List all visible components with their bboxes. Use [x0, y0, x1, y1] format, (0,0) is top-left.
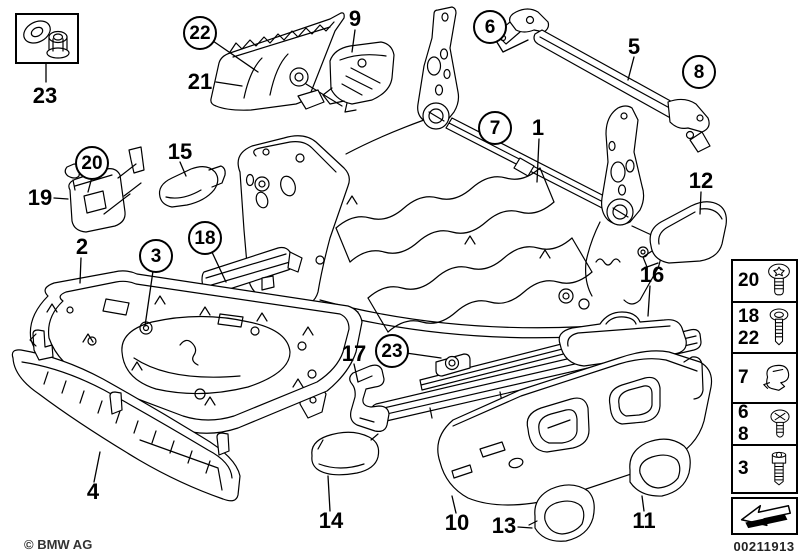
- callout-19[interactable]: 19: [27, 185, 53, 210]
- legend-row-7[interactable]: 7: [731, 352, 798, 404]
- part-5-cross-bar-drawing: [495, 8, 711, 153]
- callout-21[interactable]: 21: [187, 69, 213, 94]
- part-9-cover-drawing: [322, 41, 395, 113]
- washer-and-flange-nut-icon: [23, 20, 70, 59]
- part-19-20-bracket-drawing: [64, 146, 145, 233]
- legend-label-7[interactable]: 7: [738, 367, 749, 389]
- part-15-pad-drawing: [158, 165, 226, 208]
- part-11-cap-drawing: [629, 438, 691, 497]
- part-14-cover-drawing: [311, 431, 380, 476]
- callout-18[interactable]: 18: [188, 221, 222, 255]
- legend-row-3[interactable]: 3: [731, 444, 798, 494]
- part-21-22-cover-drawing: [210, 12, 345, 111]
- callout-11[interactable]: 11: [632, 508, 656, 533]
- socket-head-screw-icon: [764, 447, 794, 491]
- part-12-cover-drawing: [642, 201, 727, 268]
- legend-row-20[interactable]: 20: [731, 259, 798, 303]
- callout-10[interactable]: 10: [444, 510, 470, 535]
- document-number: 00211913: [733, 539, 795, 554]
- callout-2[interactable]: 2: [75, 234, 89, 259]
- callout-13[interactable]: 13: [491, 513, 517, 538]
- part-4-front-trim-drawing: [11, 329, 241, 502]
- part-17-clamp-drawing: [349, 364, 390, 432]
- callout-1[interactable]: 1: [531, 115, 545, 140]
- direction-arrow-box: [731, 497, 798, 535]
- phillips-pan-screw-icon: [766, 405, 794, 443]
- legend-label-8[interactable]: 8: [738, 424, 749, 445]
- callout-8[interactable]: 8: [682, 55, 716, 89]
- callout-12[interactable]: 12: [688, 168, 714, 193]
- callout-leader-lines: [45, 29, 702, 529]
- callout-6[interactable]: 6: [473, 10, 507, 44]
- legend-label-18[interactable]: 18: [738, 305, 760, 327]
- callout-5[interactable]: 5: [627, 34, 641, 59]
- callout-16[interactable]: 16: [639, 262, 665, 287]
- spring-clip-icon: [760, 358, 794, 398]
- callout-9[interactable]: 9: [348, 6, 362, 31]
- driving-direction-arrow-icon: [740, 504, 791, 529]
- legend-row-18-22[interactable]: 18 22: [731, 301, 798, 354]
- callout-23-bolt[interactable]: 23: [375, 334, 409, 368]
- callout-14[interactable]: 14: [318, 508, 344, 533]
- legend-row-6-8[interactable]: 6 8: [731, 402, 798, 446]
- legend-label-22[interactable]: 22: [738, 327, 760, 349]
- callout-7[interactable]: 7: [478, 111, 512, 145]
- pan-head-torx-screw-icon: [764, 306, 794, 350]
- legend-label-3[interactable]: 3: [738, 458, 749, 480]
- copyright-notice: © BMW AG: [24, 537, 93, 552]
- button-head-torx-screw-icon: [764, 262, 794, 300]
- legend-label-6[interactable]: 6: [738, 402, 749, 424]
- callout-4[interactable]: 4: [86, 479, 100, 504]
- part-13-cap-drawing: [528, 484, 595, 542]
- callout-22[interactable]: 22: [183, 16, 217, 50]
- callout-3[interactable]: 3: [139, 239, 173, 273]
- callout-23-inset[interactable]: 23: [32, 83, 58, 108]
- fastener-legend: 20 18 22: [731, 259, 798, 494]
- callout-17[interactable]: 17: [341, 341, 367, 366]
- callout-15[interactable]: 15: [167, 139, 193, 164]
- inset-washer-nut-box: [15, 13, 79, 64]
- callout-20[interactable]: 20: [75, 146, 109, 180]
- legend-label-20[interactable]: 20: [738, 270, 760, 292]
